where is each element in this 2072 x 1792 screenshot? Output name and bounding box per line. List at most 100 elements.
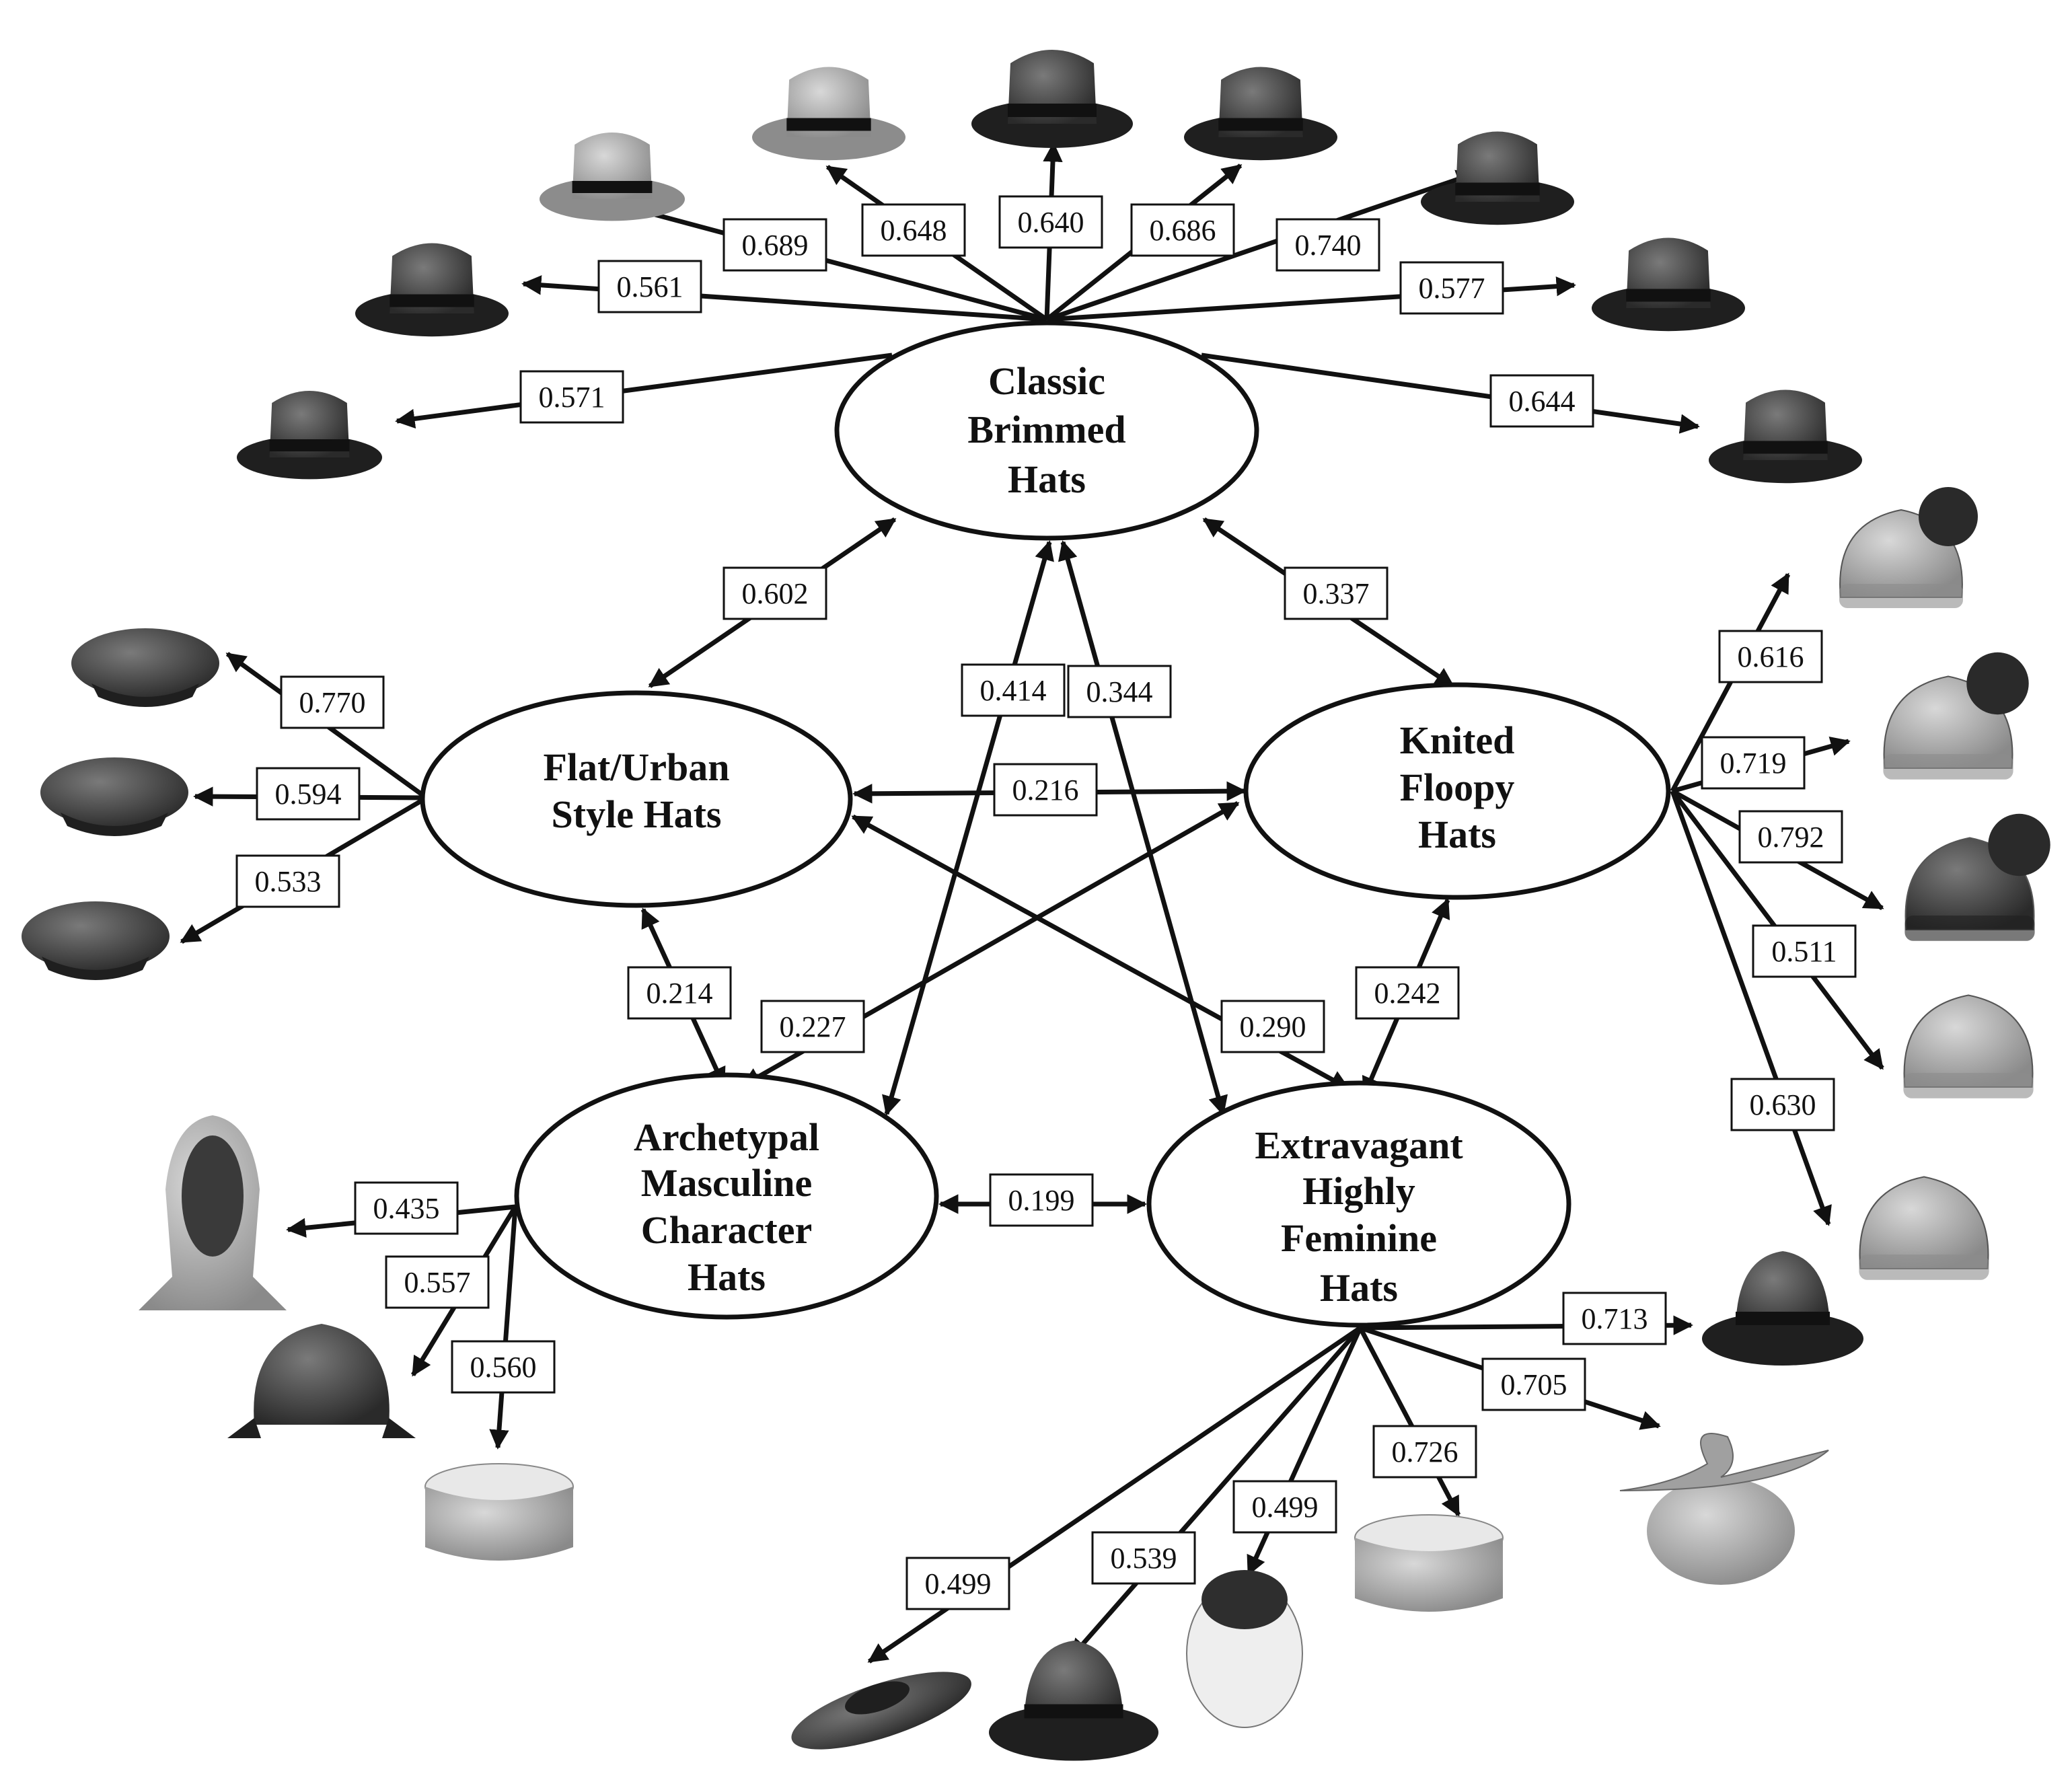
factor-label-feminine: Feminine bbox=[1281, 1216, 1437, 1260]
loading-value-feminine: 0.539 bbox=[1111, 1542, 1177, 1575]
loading-value-knitted-box: 0.792 bbox=[1738, 810, 1843, 864]
loading-value-feminine: 0.705 bbox=[1501, 1368, 1567, 1401]
pillbox-hat-icon bbox=[1354, 1514, 1504, 1612]
loading-arrow-masculine bbox=[489, 1206, 518, 1450]
factor-label-flat: Flat/Urban bbox=[543, 745, 729, 789]
loading-value-classic-box: 0.640 bbox=[998, 195, 1103, 249]
loading-value-feminine-box: 0.713 bbox=[1562, 1292, 1667, 1345]
gambler-hat-icon bbox=[237, 391, 382, 480]
correlation-value-classic-feminine: 0.344 bbox=[1086, 675, 1153, 708]
loading-value-classic: 0.740 bbox=[1295, 229, 1362, 262]
loading-value-classic-box: 0.561 bbox=[597, 260, 702, 313]
loading-value-feminine-box: 0.726 bbox=[1372, 1425, 1477, 1479]
factor-label-flat: Style Hats bbox=[552, 792, 722, 836]
loading-arrow-feminine bbox=[1069, 1326, 1362, 1659]
loading-value-flat-box: 0.594 bbox=[256, 767, 361, 821]
balaclava-icon bbox=[139, 1115, 287, 1310]
loading-value-classic-box: 0.686 bbox=[1130, 203, 1235, 257]
fisherman-cap-icon bbox=[40, 757, 188, 836]
loading-value-flat-box: 0.533 bbox=[235, 854, 340, 908]
loading-value-flat-box: 0.770 bbox=[280, 675, 385, 729]
loading-value-knitted: 0.719 bbox=[1720, 747, 1787, 780]
deerstalker-hat-icon bbox=[227, 1324, 416, 1438]
loading-value-feminine-box: 0.539 bbox=[1091, 1531, 1196, 1585]
veiled-fascinator-icon bbox=[1186, 1570, 1303, 1728]
cowboy-hat-icon bbox=[355, 243, 509, 337]
long-pompom-beanie-icon bbox=[1904, 813, 2050, 941]
correlation-value-knitted-masculine: 0.227 bbox=[780, 1010, 846, 1043]
factor-ellipse-flat bbox=[420, 690, 853, 908]
loading-value-feminine-box: 0.499 bbox=[1232, 1480, 1337, 1534]
correlation-arrow-classic-masculine bbox=[882, 540, 1054, 1116]
factor-ellipse-knitted bbox=[1243, 682, 1671, 900]
correlation-value-classic-knitted: 0.337 bbox=[1303, 577, 1370, 610]
loading-value-knitted-box: 0.719 bbox=[1701, 736, 1806, 790]
loading-value-masculine: 0.560 bbox=[470, 1351, 537, 1384]
hats-layer bbox=[22, 50, 2050, 1761]
correlation-value-flat-knitted: 0.216 bbox=[1012, 774, 1079, 807]
loading-value-classic: 0.689 bbox=[742, 229, 809, 262]
cuffed-beanie-icon bbox=[1903, 994, 2034, 1098]
factor-label-knitted: Hats bbox=[1418, 813, 1496, 856]
factor-label-masculine: Masculine bbox=[641, 1161, 813, 1205]
loading-value-classic-box: 0.571 bbox=[519, 370, 624, 424]
loading-value-knitted-box: 0.630 bbox=[1730, 1078, 1835, 1131]
loading-value-classic: 0.640 bbox=[1018, 206, 1084, 239]
loading-value-masculine: 0.557 bbox=[404, 1266, 471, 1299]
loading-value-knitted: 0.792 bbox=[1758, 821, 1824, 854]
correlation-value-classic-knitted-box: 0.337 bbox=[1284, 566, 1389, 620]
sailor-cap-icon bbox=[424, 1463, 574, 1561]
loading-value-classic-box: 0.740 bbox=[1275, 218, 1380, 272]
loading-value-masculine-box: 0.557 bbox=[385, 1255, 490, 1309]
loading-value-feminine-box: 0.705 bbox=[1481, 1357, 1586, 1411]
factor-label-masculine: Character bbox=[641, 1208, 812, 1252]
loading-arrow-feminine bbox=[1358, 1327, 1461, 1517]
loading-value-feminine: 0.713 bbox=[1582, 1302, 1648, 1335]
wide-brim-saucer-hat-icon bbox=[791, 1672, 971, 1750]
pork-pie-hat-icon bbox=[1592, 237, 1745, 332]
loading-value-classic-box: 0.648 bbox=[861, 203, 966, 257]
loading-value-knitted-box: 0.616 bbox=[1718, 630, 1823, 683]
loading-value-knitted-box: 0.511 bbox=[1752, 924, 1857, 978]
cloche-bow-hat-icon bbox=[989, 1641, 1158, 1761]
correlation-value-knitted-feminine: 0.242 bbox=[1374, 977, 1441, 1010]
loading-value-classic-box: 0.689 bbox=[723, 218, 827, 272]
correlation-value-flat-masculine-box: 0.214 bbox=[627, 966, 732, 1020]
correlation-value-flat-feminine-box: 0.290 bbox=[1220, 1000, 1325, 1053]
factor-label-knitted: Floopy bbox=[1400, 766, 1515, 809]
loading-value-masculine-box: 0.435 bbox=[354, 1181, 459, 1235]
loading-arrow-knitted bbox=[1670, 790, 1832, 1226]
loading-arrow-classic bbox=[1201, 352, 1700, 434]
factor-label-feminine: Hats bbox=[1320, 1266, 1398, 1310]
bowler-hat-icon bbox=[971, 50, 1133, 148]
factor-label-knitted: Knited bbox=[1400, 718, 1515, 762]
loading-value-flat: 0.770 bbox=[299, 686, 366, 719]
slouch-beret-pompom-icon bbox=[1839, 487, 1978, 608]
correlation-value-classic-flat: 0.602 bbox=[742, 577, 809, 610]
boater-hat-icon bbox=[752, 67, 905, 161]
loading-value-flat: 0.594 bbox=[275, 778, 342, 811]
pompom-beanie-icon bbox=[1883, 652, 2029, 780]
loading-value-feminine-box: 0.499 bbox=[905, 1557, 1010, 1610]
cloche-hat-icon bbox=[1702, 1251, 1863, 1366]
loading-arrow-classic bbox=[610, 198, 1047, 322]
correlation-value-masculine-feminine-box: 0.199 bbox=[989, 1173, 1094, 1227]
factor-label-masculine: Hats bbox=[688, 1255, 766, 1299]
beret-icon bbox=[71, 628, 219, 707]
panama-hat-icon bbox=[540, 133, 685, 221]
factor-label-feminine: Extravagant bbox=[1255, 1123, 1463, 1167]
ellipses-layer bbox=[420, 320, 1671, 1328]
correlation-value-flat-masculine: 0.214 bbox=[646, 977, 713, 1010]
correlation-value-knitted-masculine-box: 0.227 bbox=[760, 1000, 865, 1053]
factor-ellipse-masculine bbox=[514, 1072, 939, 1320]
newsboy-cap-icon bbox=[22, 901, 170, 980]
loading-value-feminine: 0.726 bbox=[1392, 1435, 1458, 1468]
factor-ellipse-feminine bbox=[1146, 1080, 1571, 1328]
factor-label-masculine: Archetypal bbox=[634, 1115, 819, 1159]
factor-label-classic: Brimmed bbox=[967, 408, 1125, 451]
loading-value-knitted: 0.630 bbox=[1750, 1088, 1816, 1121]
correlation-value-classic-masculine: 0.414 bbox=[980, 674, 1047, 707]
correlation-value-flat-feminine: 0.290 bbox=[1240, 1010, 1306, 1043]
loading-value-classic: 0.644 bbox=[1509, 385, 1576, 418]
